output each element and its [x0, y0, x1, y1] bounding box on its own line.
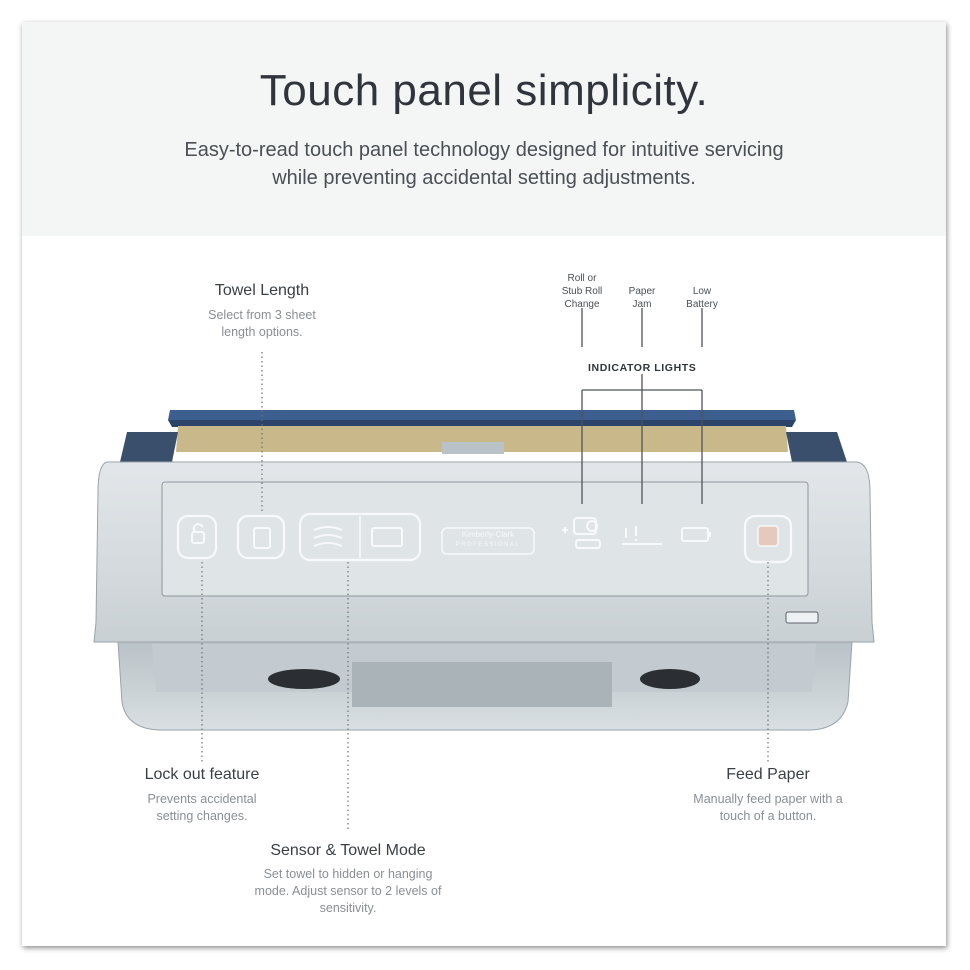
dispenser-illustration — [93, 308, 875, 830]
lid-top-edge — [168, 410, 796, 420]
feed-paper-icon — [757, 525, 779, 547]
key-slot — [785, 611, 819, 624]
lock-button — [176, 514, 218, 560]
page-title: Touch panel simplicity. — [259, 66, 709, 115]
indicator-low-battery: Low Battery — [686, 286, 718, 310]
sensor-mode-desc: Set towel to hidden or hanging mode. Adj… — [254, 867, 442, 915]
product-card: Touch panel simplicity. Easy-to-read tou… — [22, 22, 946, 946]
sensor-left — [268, 669, 340, 689]
lockout-title: Lock out feature — [144, 766, 260, 783]
lid-top-shadow — [168, 420, 796, 427]
brand-logo — [441, 527, 535, 555]
page-subtitle: Easy-to-read touch panel technology desi… — [184, 139, 784, 189]
towel-mode-icon — [371, 527, 403, 547]
lid-left — [120, 432, 178, 462]
lid-right — [786, 432, 847, 462]
brand-logo-text: Kimberly-Clark PROFESSIONAL — [455, 530, 521, 548]
sensor-waves-icon — [313, 526, 343, 547]
paper-roll — [176, 426, 788, 452]
towel-length-desc: Select from 3 sheet length options. — [208, 308, 316, 339]
sensor-right — [640, 669, 700, 689]
sensor-mode-title: Sensor & Towel Mode — [270, 842, 426, 859]
feed-paper-desc: Manually feed paper with a touch of a bu… — [693, 792, 843, 823]
touch-panel — [161, 481, 809, 597]
dispense-chute — [352, 662, 612, 707]
feed-paper-title: Feed Paper — [726, 766, 810, 783]
indicator-roll-change: Roll or Stub Roll Change — [561, 273, 603, 310]
lock-icon — [191, 531, 205, 544]
lockout-desc: Prevents accidental setting changes. — [147, 792, 257, 823]
sensor-mode-button — [298, 512, 422, 562]
indicator-lights-heading: INDICATOR LIGHTS — [588, 362, 697, 374]
indicator-paper-jam: Paper Jam — [628, 286, 656, 310]
plus-icon — [562, 527, 568, 533]
header-band: Touch panel simplicity. Easy-to-read tou… — [22, 22, 946, 236]
paper-slot — [442, 442, 504, 454]
towel-length-icon — [253, 527, 271, 549]
towel-length-button — [236, 514, 286, 560]
towel-length-title: Towel Length — [214, 282, 310, 299]
